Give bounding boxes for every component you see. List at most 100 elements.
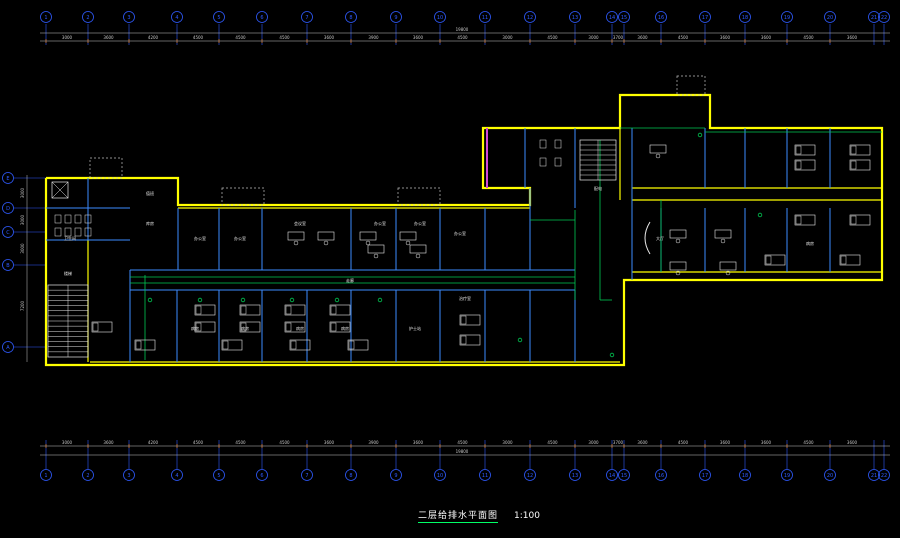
room-label: 办公室: [374, 220, 386, 226]
top-axis-label: 6: [260, 15, 263, 21]
bottom-axis-label: 9: [394, 473, 397, 479]
grid-bubble-icon: [434, 11, 446, 23]
desk-icon: [287, 231, 305, 246]
bottom-axis-label: 20: [827, 473, 833, 479]
desk-top: [719, 261, 737, 271]
bed-icon: [794, 144, 816, 156]
bottom-axis-label: 8: [349, 473, 352, 479]
bed-pillow: [222, 340, 229, 350]
room-label: 楼梯: [64, 270, 72, 276]
bed-frame: [794, 159, 816, 171]
grid-bubble-icon: [82, 11, 94, 23]
bottom-dim-value: 3000: [502, 440, 513, 445]
room-label: 会议室: [294, 220, 306, 226]
top-dim-value: 3600: [720, 35, 731, 40]
bed-frame: [459, 334, 481, 346]
toilet-icon: [74, 214, 82, 224]
bed-icon: [239, 321, 261, 333]
grid-bubble-icon: [699, 469, 711, 481]
bed-icon: [91, 321, 113, 333]
grid-bubble-icon: [655, 469, 667, 481]
top-axis-label: 5: [217, 15, 220, 21]
grid-bubble-icon: [171, 11, 183, 23]
grid-bubble-icon: [301, 469, 313, 481]
bed-icon: [329, 321, 351, 333]
stairs: [47, 139, 617, 358]
grid-bubble-icon: [878, 469, 890, 481]
bottom-axis-label: 18: [742, 473, 748, 479]
roof-bump: [89, 157, 123, 179]
top-axis-label: 13: [572, 15, 578, 21]
roof-outline: [221, 187, 265, 206]
bottom-dim-value: 3700: [613, 440, 624, 445]
stair-icon: [579, 139, 617, 181]
toilet-icon: [54, 227, 62, 237]
grid-bubble-icon: [434, 469, 446, 481]
room-label: 配电: [594, 185, 602, 191]
bottom-dim-value: 3600: [720, 440, 731, 445]
bed-pillow: [240, 322, 247, 332]
bed-frame: [347, 339, 369, 351]
bottom-axis-label: 4: [175, 473, 178, 479]
roof-outline: [397, 187, 441, 206]
bed-pillow: [135, 340, 142, 350]
desk-icon: [649, 144, 667, 159]
bed-icon: [459, 334, 481, 346]
grid-bubble-icon: [606, 469, 618, 481]
bed-icon: [284, 304, 306, 316]
grid-bubble-icon: [40, 469, 52, 481]
bed-icon: [134, 339, 156, 351]
grid-bubble-icon: [824, 11, 836, 23]
desk-icon: [669, 261, 687, 276]
pipe-riser-icon: [757, 212, 763, 218]
water-pipes: [130, 127, 882, 360]
bottom-dim-value: 3600: [761, 440, 772, 445]
bottom-dim-value: 4500: [803, 440, 814, 445]
grid-bubble-icon: [82, 469, 94, 481]
bottom-dim-value: 3000: [62, 440, 73, 445]
roof-bump: [397, 187, 441, 206]
grid-bubble-icon: [618, 469, 630, 481]
bed-frame: [849, 214, 871, 226]
grid-bubble-icon: [569, 469, 581, 481]
bottom-dim-value: 4500: [279, 440, 290, 445]
top-dim-value: 3700: [613, 35, 624, 40]
bed-pillow: [850, 145, 857, 155]
bed-icon: [849, 159, 871, 171]
top-dim-total: 19800: [456, 27, 469, 32]
top-dim-value: 3000: [62, 35, 73, 40]
toilet-icon: [539, 157, 547, 167]
bed-icon: [849, 144, 871, 156]
pipe-riser-icon: [517, 337, 523, 343]
room-label: 办公室: [454, 230, 466, 236]
grid-bubble-icon: [618, 11, 630, 23]
bed-icon: [347, 339, 369, 351]
left-axis-label: B: [6, 263, 10, 269]
bottom-axis-label: 14: [609, 473, 615, 479]
grid-bubble-icon: [524, 11, 536, 23]
drawing-title-block: 二层给排水平面图 1:100: [418, 508, 540, 524]
grid-bubble-icon: [213, 11, 225, 23]
bed-frame: [194, 304, 216, 316]
toilet-icon: [54, 214, 62, 224]
grid-bubble-icon: [739, 11, 751, 23]
grid-bubble-icon: [479, 469, 491, 481]
top-dim-value: 3600: [637, 35, 648, 40]
top-dim-value: 3600: [324, 35, 335, 40]
desk-chair: [373, 253, 379, 259]
grid-bubble-icon: [2, 202, 14, 214]
grid-bubble-icon: [606, 11, 618, 23]
room-label: 病房: [806, 240, 814, 246]
bed-frame: [289, 339, 311, 351]
top-dim-value: 3600: [103, 35, 114, 40]
bed-icon: [194, 321, 216, 333]
bed-frame: [91, 321, 113, 333]
grid-bubble-icon: [256, 11, 268, 23]
bed-pillow: [460, 315, 467, 325]
bed-pillow: [290, 340, 297, 350]
desk-top: [669, 229, 687, 239]
exterior-wall: [44, 93, 884, 367]
bed-pillow: [348, 340, 355, 350]
grid-bubble-icon: [171, 469, 183, 481]
